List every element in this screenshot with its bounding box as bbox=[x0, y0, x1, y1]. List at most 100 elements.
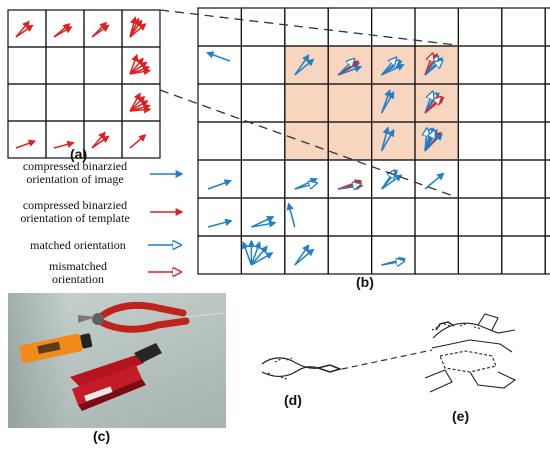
matched-arrow bbox=[337, 59, 354, 76]
image-orientation-arrows bbox=[206, 51, 445, 266]
image-arrow bbox=[241, 241, 253, 266]
correspondence-line bbox=[341, 349, 433, 370]
template-arrow bbox=[129, 92, 141, 112]
grid-a-cell bbox=[83, 83, 123, 122]
image-arrow bbox=[337, 65, 363, 76]
image-arrow bbox=[381, 174, 403, 190]
grid-a-cell bbox=[7, 46, 47, 85]
grid-a-cell bbox=[121, 120, 161, 159]
matched-arrow bbox=[338, 184, 360, 189]
grid-b-cell bbox=[197, 45, 243, 85]
image-arrow bbox=[294, 58, 315, 76]
mismatched-arrow bbox=[424, 97, 441, 114]
image-arrow bbox=[207, 218, 233, 228]
panel-label-e: (e) bbox=[452, 408, 470, 424]
template-arrow bbox=[129, 23, 147, 38]
grid-b-cell bbox=[240, 197, 286, 237]
panel-label-b: (b) bbox=[356, 274, 374, 290]
image-arrow bbox=[294, 54, 310, 76]
tools-photo bbox=[8, 293, 226, 428]
matched-arrow bbox=[294, 183, 316, 190]
grid-b-cell bbox=[197, 159, 243, 199]
template-arrow bbox=[53, 23, 71, 38]
grid-b-cell bbox=[197, 121, 243, 161]
grid-b-cell bbox=[544, 121, 550, 161]
orange-highlighter bbox=[19, 333, 93, 364]
grid-b-cell bbox=[501, 121, 546, 161]
grid-a-cell bbox=[45, 46, 85, 85]
grid-b-cell bbox=[501, 7, 546, 47]
image-arrow bbox=[250, 241, 262, 266]
grid-b-cell bbox=[457, 121, 503, 161]
grid-b-cell bbox=[327, 197, 373, 237]
template-arrow bbox=[129, 134, 147, 149]
grid-b-cell bbox=[327, 159, 373, 199]
image-arrow bbox=[206, 51, 231, 62]
image-arrow bbox=[294, 248, 315, 266]
grid-a-cell bbox=[83, 46, 123, 85]
template-grid bbox=[7, 9, 161, 159]
edge-map-sketch bbox=[424, 313, 517, 393]
grid-b-cell bbox=[544, 45, 550, 85]
template-arrow bbox=[129, 106, 152, 114]
template-arrow bbox=[15, 20, 30, 38]
template-arrow bbox=[129, 16, 138, 38]
image-arrow bbox=[251, 220, 277, 228]
panel-label-d: (d) bbox=[284, 392, 302, 408]
grid-b-cell bbox=[501, 45, 546, 85]
grid-b-cell bbox=[197, 235, 243, 275]
grid-b-cell bbox=[501, 235, 546, 275]
image-arrow bbox=[380, 126, 390, 152]
image-arrow bbox=[424, 132, 444, 152]
matched-arrow bbox=[424, 92, 433, 114]
template-arrow bbox=[129, 53, 139, 75]
grid-a-cell bbox=[121, 83, 161, 122]
mismatched-arrow bbox=[424, 54, 433, 76]
grid-b-cell bbox=[501, 159, 546, 199]
grid-b-cell bbox=[371, 7, 416, 47]
grid-b-cell bbox=[197, 7, 243, 47]
template-arrow bbox=[129, 95, 146, 112]
projection-line-top bbox=[159, 9, 457, 46]
grid-b-cell bbox=[240, 7, 286, 47]
template-orientation-arrows bbox=[15, 16, 152, 149]
photo-shadow bbox=[8, 293, 68, 428]
image-arrow bbox=[251, 252, 274, 266]
legend-label-mismatched: mismatched orientation bbox=[49, 259, 107, 286]
grid-b-cell bbox=[414, 197, 460, 237]
image-arrow bbox=[250, 245, 268, 266]
matched-arrow bbox=[381, 261, 404, 265]
grid-b-cell bbox=[457, 7, 503, 47]
image-grid bbox=[197, 7, 550, 275]
panel-label-c: (c) bbox=[93, 428, 111, 444]
template-arrow bbox=[91, 131, 106, 149]
template-arrow bbox=[91, 21, 108, 38]
template-arrow bbox=[15, 139, 37, 149]
image-arrow bbox=[380, 128, 395, 152]
grid-b-cell bbox=[457, 235, 503, 275]
grid-b-cell bbox=[457, 83, 503, 123]
grid-b-cell bbox=[327, 7, 373, 47]
matched-arrow bbox=[381, 58, 396, 76]
legend-arrows bbox=[148, 170, 184, 272]
grid-b-cell bbox=[501, 197, 546, 237]
template-arrow bbox=[129, 57, 144, 75]
image-arrow bbox=[207, 179, 232, 190]
legend-label-matched: matched orientation bbox=[30, 238, 126, 252]
grid-b-cell bbox=[197, 83, 243, 123]
grid-b-cell bbox=[371, 235, 416, 275]
legend-label-template-orientation: compressed binarzied orientation of temp… bbox=[20, 198, 130, 225]
grid-b-cell bbox=[284, 7, 329, 47]
grid-b-cell bbox=[240, 159, 286, 199]
matched-arrow bbox=[425, 129, 427, 152]
grid-b-cell bbox=[457, 197, 503, 237]
matched-arrow bbox=[424, 131, 434, 152]
grid-b-cell bbox=[544, 83, 550, 123]
grid-b-cell bbox=[544, 235, 550, 275]
grid-b-cell bbox=[457, 159, 503, 199]
template-arrow bbox=[53, 140, 75, 149]
grid-b-cell bbox=[284, 197, 329, 237]
grid-b-cell bbox=[544, 7, 550, 47]
image-arrow bbox=[380, 89, 392, 114]
